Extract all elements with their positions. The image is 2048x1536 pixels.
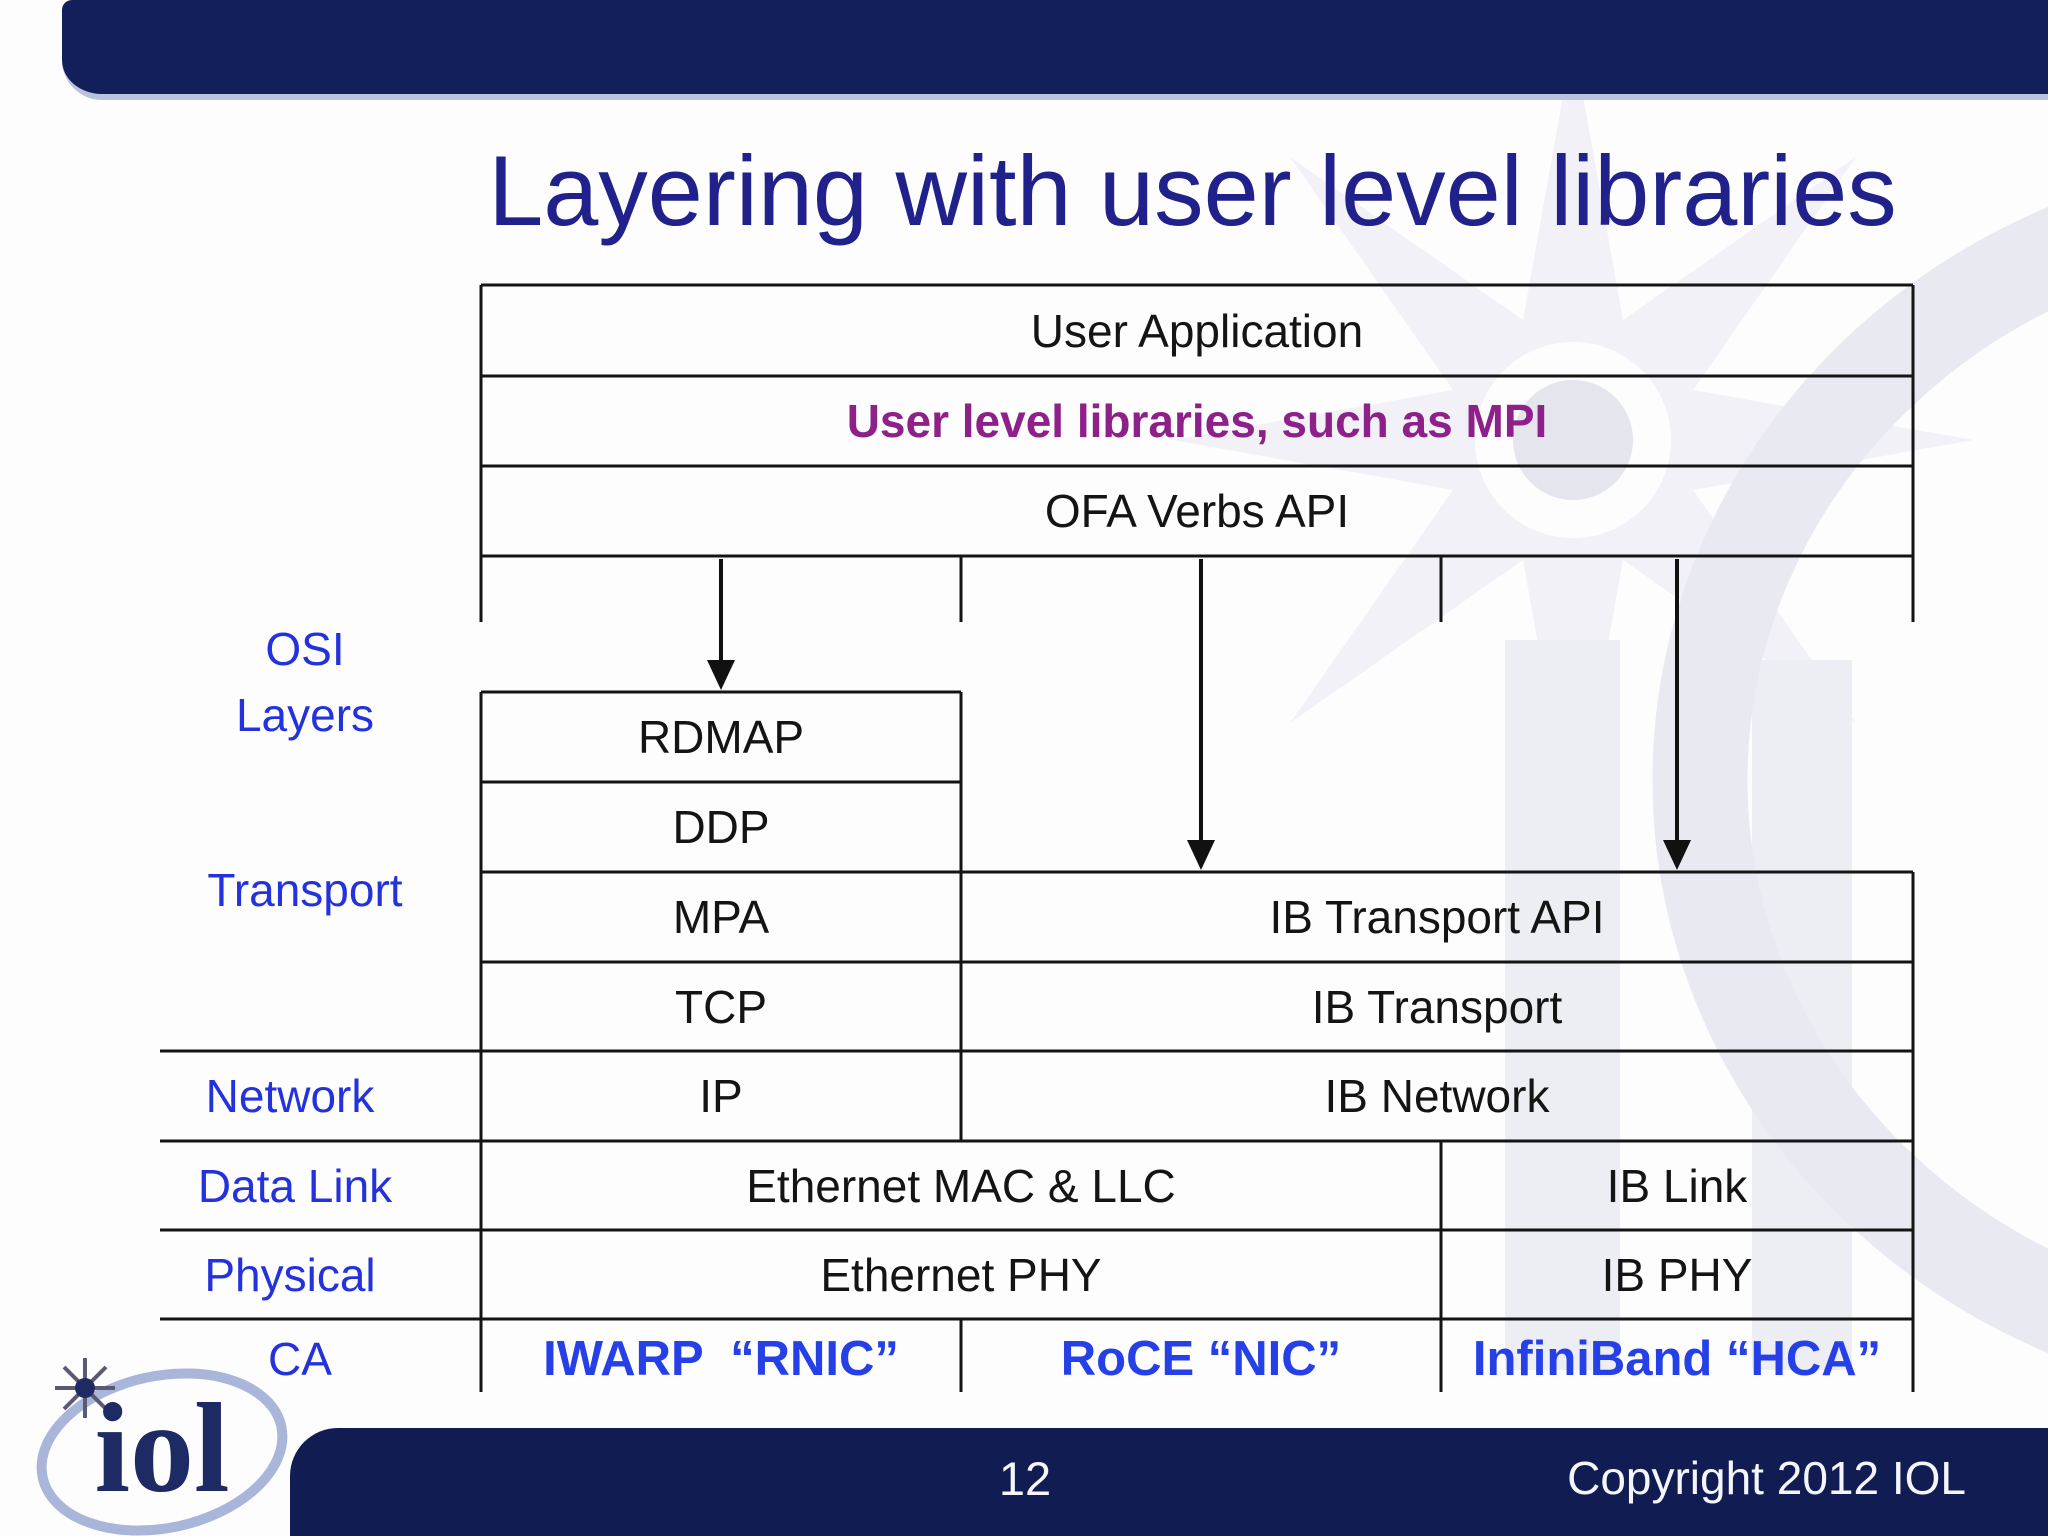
flow-arrows bbox=[707, 559, 1691, 870]
cell-ethernet-phy: Ethernet PHY bbox=[820, 1248, 1102, 1301]
cell-ethernet-mac-llc: Ethernet MAC & LLC bbox=[746, 1159, 1176, 1212]
footer-bar bbox=[290, 1428, 2048, 1536]
label-physical: Physical bbox=[204, 1248, 376, 1301]
cell-ib-network: IB Network bbox=[1324, 1070, 1550, 1122]
watermark-center-dot bbox=[1513, 380, 1633, 500]
logo-ellipse bbox=[36, 1368, 288, 1536]
cell-tcp: TCP bbox=[675, 980, 767, 1033]
label-data-link: Data Link bbox=[197, 1159, 393, 1212]
label-osi-layers: Layers bbox=[235, 689, 375, 741]
table-lines bbox=[160, 283, 1915, 1392]
cell-ib-transport-api: IB Transport API bbox=[1269, 891, 1605, 943]
label-ca: CA bbox=[268, 1333, 332, 1385]
watermark-letter-stem-1 bbox=[1505, 640, 1620, 1370]
cell-infiniband-hca: InfiniBand “HCA” bbox=[1472, 1332, 1882, 1386]
cell-iwarp-rnic: IWARP “RNIC” bbox=[543, 1332, 899, 1386]
label-osi: OSI bbox=[265, 623, 345, 675]
cell-user-application: User Application bbox=[1030, 304, 1364, 357]
label-transport: Transport bbox=[207, 864, 403, 916]
cell-ofa-verbs-api: OFA Verbs API bbox=[1044, 485, 1350, 537]
top-bar bbox=[62, 0, 2048, 100]
label-network: Network bbox=[205, 1070, 375, 1122]
cell-ip: IP bbox=[699, 1070, 743, 1122]
cell-ib-transport: IB Transport bbox=[1311, 980, 1563, 1033]
arrow-down-icon bbox=[707, 660, 735, 690]
logo-star-center bbox=[75, 1378, 95, 1398]
logo-text: iol bbox=[94, 1376, 230, 1519]
cell-roce-nic: RoCE “NIC” bbox=[1060, 1332, 1342, 1386]
arrow-down-icon bbox=[1187, 840, 1215, 870]
page-number: 12 bbox=[998, 1451, 1052, 1505]
cell-ib-link: IB Link bbox=[1606, 1159, 1748, 1212]
cell-ddp: DDP bbox=[672, 801, 770, 853]
arrow-down-icon bbox=[1663, 840, 1691, 870]
copyright-text: Copyright 2012 IOL bbox=[1567, 1452, 1966, 1504]
cell-user-level-libraries: User level libraries, such as MPI bbox=[846, 395, 1548, 447]
iol-logo bbox=[36, 1358, 288, 1536]
watermark-ellipse bbox=[1652, 206, 2048, 1354]
cell-mpa: MPA bbox=[672, 891, 770, 943]
cell-rdmap: RDMAP bbox=[637, 711, 805, 763]
page-title: Layering with user level libraries bbox=[488, 135, 1897, 246]
cell-ib-phy: IB PHY bbox=[1601, 1248, 1753, 1301]
